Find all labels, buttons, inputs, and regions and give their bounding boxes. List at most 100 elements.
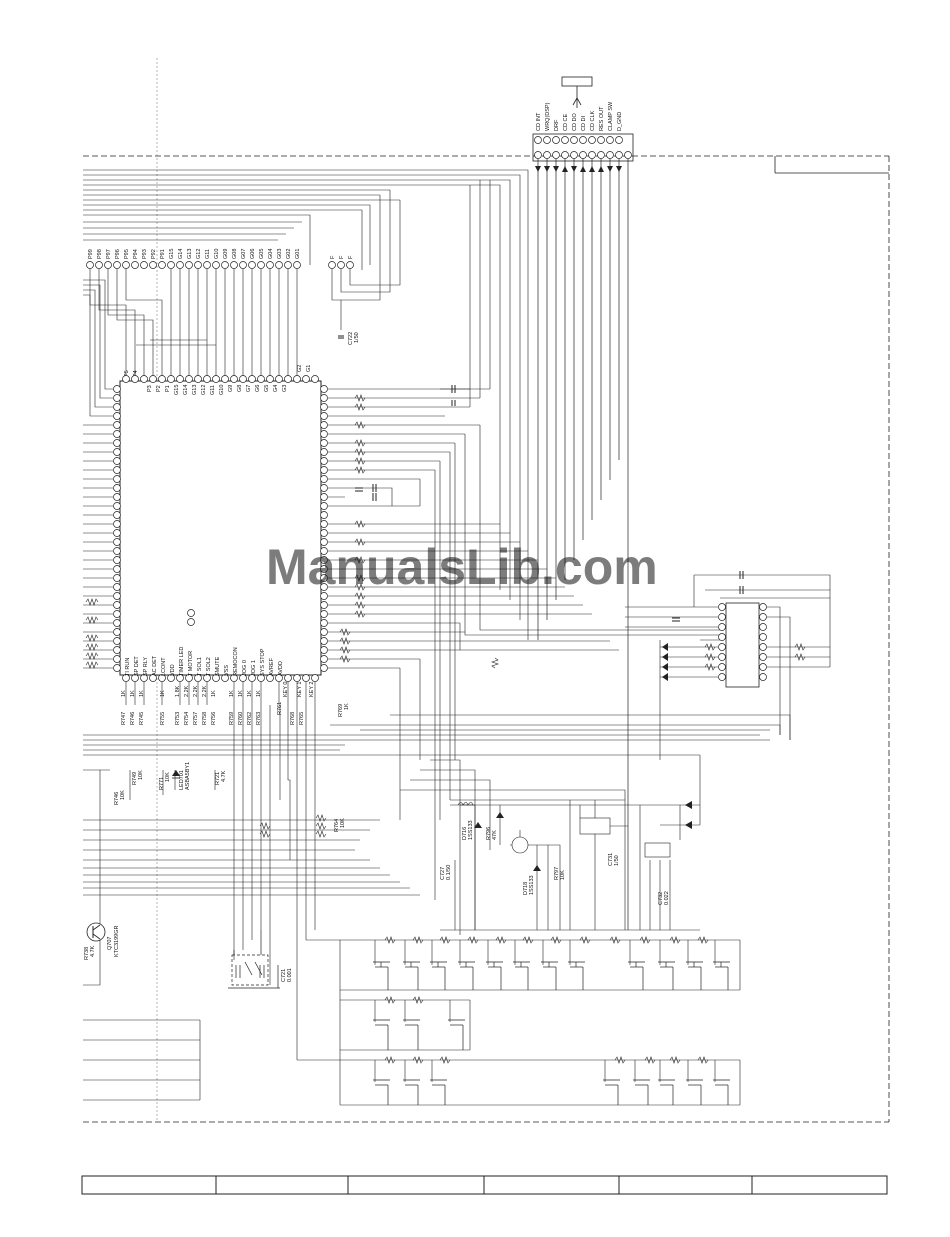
fl-pin-label: G04: [268, 249, 274, 259]
mcu-pin-label: LCONT: [161, 657, 167, 676]
svg-text:R749: R749: [132, 772, 138, 785]
fl-pin-label: G02: [286, 249, 292, 259]
fl-pin-label: P99: [88, 249, 94, 259]
svg-text:R769: R769: [338, 704, 344, 717]
fl-pin-label: P96: [115, 249, 121, 259]
svg-text:C721: C721: [281, 969, 287, 982]
mcu-pin-label: G7: [246, 385, 252, 392]
mcu-pin-label: SMUTE: [215, 656, 221, 676]
svg-text:1K: 1K: [247, 690, 253, 697]
svg-text:ASBA5BY1: ASBA5BY1: [185, 762, 191, 790]
mcu-right-capacitors: [355, 385, 680, 622]
svg-text:R771: R771: [159, 777, 165, 790]
svg-text:KEY 1: KEY 1: [297, 682, 303, 698]
fl-pin-label: F: [339, 255, 345, 259]
connector-pin-label: WRQ(DSP): [545, 102, 551, 131]
mcu-top-pin-labels: P5 P4 P3 P2 P1 G15 G14 G13 G12 G11 G10 G…: [124, 365, 312, 395]
mcu-ic: P5 P4 P3 P2 P1 G15 G14 G13 G12 G11 G10 G…: [113, 365, 328, 682]
connector-pin-label: DRF: [554, 119, 560, 131]
svg-text:R759: R759: [229, 712, 235, 725]
svg-text:KEY 2: KEY 2: [309, 682, 315, 698]
mcu-pin-label: G3: [282, 385, 288, 392]
fl-pin-label: G11: [205, 249, 211, 259]
svg-text:C731: C731: [608, 853, 614, 866]
fl-pin-label: F: [348, 255, 354, 259]
svg-text:2.2K: 2.2K: [184, 685, 190, 697]
fl-pin-label: P94: [133, 249, 139, 259]
svg-text:KEY 0: KEY 0: [283, 682, 289, 698]
footer-table: [81, 1175, 888, 1195]
mcu-pin-label: TIMER LED: [179, 647, 185, 676]
mcu-pin-label: REMOCON: [233, 647, 239, 676]
svg-text:R762: R762: [247, 712, 253, 725]
svg-text:1K: 1K: [121, 690, 127, 697]
fl-pin-label: F: [330, 255, 336, 259]
svg-text:R758: R758: [202, 712, 208, 725]
fl-pin-label: G07: [241, 249, 247, 259]
connector-pin-label: RES OUT: [599, 106, 605, 131]
power-labels: C727 0.1/50 D716 1SS133 R796 47K D718 1S…: [440, 820, 670, 905]
fl-pin-label: G09: [223, 249, 229, 259]
svg-text:R746: R746: [114, 792, 120, 805]
svg-text:47K: 47K: [492, 830, 498, 840]
mcu-pin-label: G8: [237, 385, 243, 392]
connector-pin-label: CD DI: [581, 116, 587, 131]
fl-pin-label: G14: [178, 249, 184, 259]
svg-text:1K: 1K: [256, 690, 262, 697]
svg-text:10K: 10K: [138, 770, 144, 780]
svg-text:R738: R738: [84, 947, 90, 960]
fl-pin-label: P97: [106, 249, 112, 259]
svg-text:R765: R765: [299, 712, 305, 725]
svg-text:C722: C722: [348, 332, 354, 345]
connector-cd: CD INT WRQ(DSP) DRF CD CE CD DO CD DI CD…: [532, 76, 634, 930]
svg-text:0.022: 0.022: [664, 891, 670, 905]
svg-text:10K: 10K: [165, 772, 171, 782]
svg-text:1K: 1K: [160, 690, 166, 697]
svg-text:4.7K: 4.7K: [221, 770, 227, 782]
mcu-pin-label: SP RLY: [143, 657, 149, 676]
svg-text:R796: R796: [486, 827, 492, 840]
mcu-pin-label: P4: [133, 370, 139, 377]
capacitor-c722: C722 1/50: [338, 332, 360, 345]
svg-text:1K: 1K: [229, 690, 235, 697]
mcu-bottom-pin-labels: TI RUN SP DET SP RLY AC DET LCONT VDD TI…: [125, 647, 284, 676]
left-resistor-bank: [85, 598, 99, 669]
connector-pin-label: CD CE: [563, 114, 569, 131]
svg-text:R746: R746: [130, 712, 136, 725]
mcu-pin-label: G12: [201, 385, 207, 395]
mcu-pin-label: G6: [255, 385, 261, 392]
jog-switch: C721 0.001: [228, 930, 293, 989]
lower-bus-wires: [83, 705, 791, 1101]
mcu-pin-label: G10: [219, 385, 225, 395]
svg-text:R763: R763: [256, 712, 262, 725]
mcu-pin-label: T SOL1: [197, 657, 203, 676]
driver-ic: [625, 571, 831, 760]
svg-text:R756: R756: [211, 712, 217, 725]
mcu-pin-label: G4: [273, 385, 279, 392]
svg-text:Q707: Q707: [107, 937, 113, 950]
mcu-pin-label: VDD: [170, 664, 176, 676]
fl-pin-label: G15: [169, 249, 175, 259]
fl-pin-label: G03: [277, 249, 283, 259]
fl-pin-label: G13: [187, 249, 193, 259]
svg-text:D716: D716: [462, 827, 468, 840]
fl-pin-label: P93: [142, 249, 148, 259]
mcu-right-resistors: [339, 394, 499, 669]
mcu-pin-label: VSS: [224, 665, 230, 676]
mcu-pin-label: G14: [183, 385, 189, 395]
fl-pin-label: G06: [250, 249, 256, 259]
svg-text:1/50: 1/50: [614, 855, 620, 866]
top-bus-wires: [83, 169, 529, 640]
svg-text:1/50: 1/50: [354, 332, 360, 343]
mcu-pin-label: TI RUN: [125, 658, 131, 676]
svg-text:1K: 1K: [344, 703, 350, 710]
mcu-pin-label: T SOL2: [206, 657, 212, 676]
fl-pin-label: P95: [124, 249, 130, 259]
svg-text:1.8K: 1.8K: [175, 685, 181, 697]
svg-text:4.7K: 4.7K: [90, 945, 96, 957]
mcu-pin-label: G5: [264, 385, 270, 392]
svg-text:2.2K: 2.2K: [193, 685, 199, 697]
svg-text:10K: 10K: [120, 790, 126, 800]
connector-pin-label: D_GND: [617, 112, 623, 131]
fl-pin-label: G08: [232, 249, 238, 259]
